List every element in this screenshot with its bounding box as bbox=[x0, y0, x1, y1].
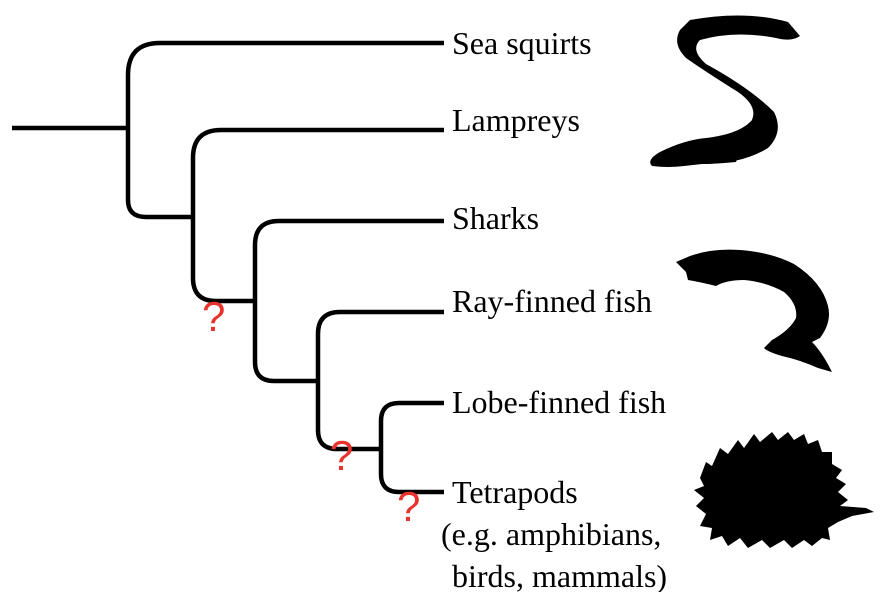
question-mark-bony-fish: ? bbox=[330, 432, 353, 479]
branch-bony-fish bbox=[255, 301, 318, 381]
taxon-label-lampreys: Lampreys bbox=[452, 102, 580, 138]
taxon-sublabel-tetrapods-examples-2: birds, mammals) bbox=[452, 558, 667, 592]
taxon-label-tetrapods: Tetrapods bbox=[452, 474, 578, 510]
taxon-sublabel-tetrapods-examples-1: (e.g. amphibians, bbox=[441, 516, 661, 552]
echidna-icon bbox=[694, 432, 874, 548]
taxon-label-ray-finned-fish: Ray-finned fish bbox=[452, 283, 652, 319]
question-mark-jawed-vertebrates: ? bbox=[202, 293, 225, 340]
branch-sea-squirts bbox=[128, 43, 444, 128]
branch-ray-finned-fish bbox=[318, 312, 444, 381]
question-mark-lobe-finned: ? bbox=[397, 483, 420, 530]
branch-sharks bbox=[255, 221, 444, 301]
taxon-labels: Sea squirts Lampreys Sharks Ray-finned f… bbox=[441, 25, 667, 592]
branch-lampreys bbox=[193, 130, 444, 217]
tree-branches bbox=[12, 43, 444, 492]
lamprey-icon bbox=[650, 15, 800, 167]
taxon-label-lobe-finned-fish: Lobe-finned fish bbox=[452, 384, 666, 420]
fish-icon bbox=[676, 250, 832, 372]
branch-vertebrates bbox=[128, 128, 193, 217]
branch-lobe-finned-fish bbox=[381, 403, 444, 449]
uncertainty-markers: ? ? ? bbox=[202, 293, 420, 530]
taxon-label-sea-squirts: Sea squirts bbox=[452, 25, 592, 61]
branch-jawed-vertebrates bbox=[193, 217, 255, 301]
taxon-label-sharks: Sharks bbox=[452, 200, 539, 236]
